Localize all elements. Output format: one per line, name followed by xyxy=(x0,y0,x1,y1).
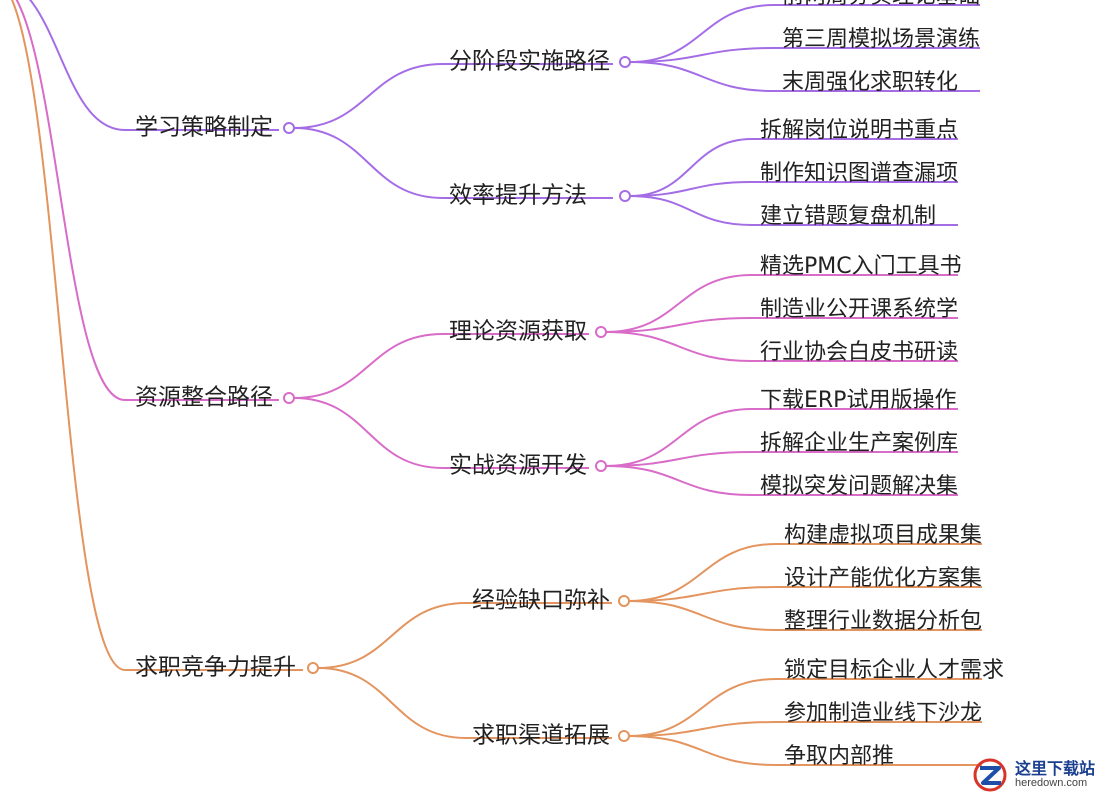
leaf-connector xyxy=(605,465,753,496)
mid-connector xyxy=(317,602,467,669)
leaf-connector xyxy=(628,735,777,766)
leaf-connector xyxy=(628,600,777,631)
mid-connector xyxy=(293,397,444,469)
leaf-label: 制作知识图谱查漏项 xyxy=(760,161,959,186)
watermark-icon xyxy=(973,758,1007,792)
leaf-label: 拆解企业生产案例库 xyxy=(760,431,959,456)
leaf-connector xyxy=(628,586,777,602)
leaf-connector xyxy=(605,408,753,467)
leaf-label: 锁定目标企业人才需求 xyxy=(784,658,1005,683)
leaf-connector xyxy=(629,195,753,226)
sub-branch-label: 分阶段实施路径 xyxy=(449,48,610,75)
leaf-label: 第三周模拟场景演练 xyxy=(782,27,981,52)
root-connector xyxy=(28,0,126,131)
leaf-connector xyxy=(605,331,753,362)
sub-branch-label: 效率提升方法 xyxy=(449,182,587,209)
leaf-connector xyxy=(629,61,775,92)
root-connector xyxy=(15,0,126,401)
watermark-logo: 这里下载站 heredown.com xyxy=(970,753,1102,797)
leaf-label: 争取内部推 xyxy=(784,744,895,769)
leaf-connector xyxy=(605,451,753,467)
leaf-label: 参加制造业线下沙龙 xyxy=(784,701,983,726)
leaf-label: 末周强化求职转化 xyxy=(782,70,959,95)
leaf-label: 前两周夯实理论基础 xyxy=(782,0,980,8)
sub-branch-label: 经验缺口弥补 xyxy=(472,587,610,614)
leaf-connector xyxy=(629,4,775,63)
watermark-en: heredown.com xyxy=(1015,776,1088,789)
sub-branch-label: 求职渠道拓展 xyxy=(472,722,610,749)
leaf-label: 行业协会白皮书研读 xyxy=(760,340,959,365)
leaf-label: 拆解岗位说明书重点 xyxy=(760,118,959,143)
leaf-label: 精选PMC入门工具书 xyxy=(760,254,962,279)
mid-connector xyxy=(293,63,444,129)
leaf-connector xyxy=(629,181,753,197)
leaf-connector xyxy=(628,678,777,737)
leaf-connector xyxy=(605,317,753,333)
mid-connector xyxy=(293,333,444,399)
leaf-label: 建立错题复盘机制 xyxy=(760,204,937,229)
root-connector xyxy=(10,0,126,671)
branch-label: 学习策略制定 xyxy=(135,114,273,141)
leaf-label: 构建虚拟项目成果集 xyxy=(784,523,983,548)
leaf-label: 制造业公开课系统学 xyxy=(760,297,959,322)
leaf-connector xyxy=(628,543,777,602)
sub-branch-label: 理论资源获取 xyxy=(449,318,587,345)
branch-label: 资源整合路径 xyxy=(135,384,273,411)
leaf-label: 模拟突发问题解决集 xyxy=(760,474,959,499)
mid-connector xyxy=(317,667,467,739)
leaf-label: 整理行业数据分析包 xyxy=(784,609,983,634)
mid-connector xyxy=(293,127,444,199)
leaf-connector xyxy=(629,138,753,197)
watermark-cn: 这里下载站 xyxy=(1015,758,1096,778)
leaf-connector xyxy=(629,47,775,63)
leaf-connector xyxy=(605,274,753,333)
leaf-label: 下载ERP试用版操作 xyxy=(760,388,957,413)
leaf-connector xyxy=(628,721,777,737)
sub-branch-label: 实战资源开发 xyxy=(449,452,587,479)
branch-label: 求职竞争力提升 xyxy=(135,654,296,681)
leaf-label: 设计产能优化方案集 xyxy=(784,566,983,591)
